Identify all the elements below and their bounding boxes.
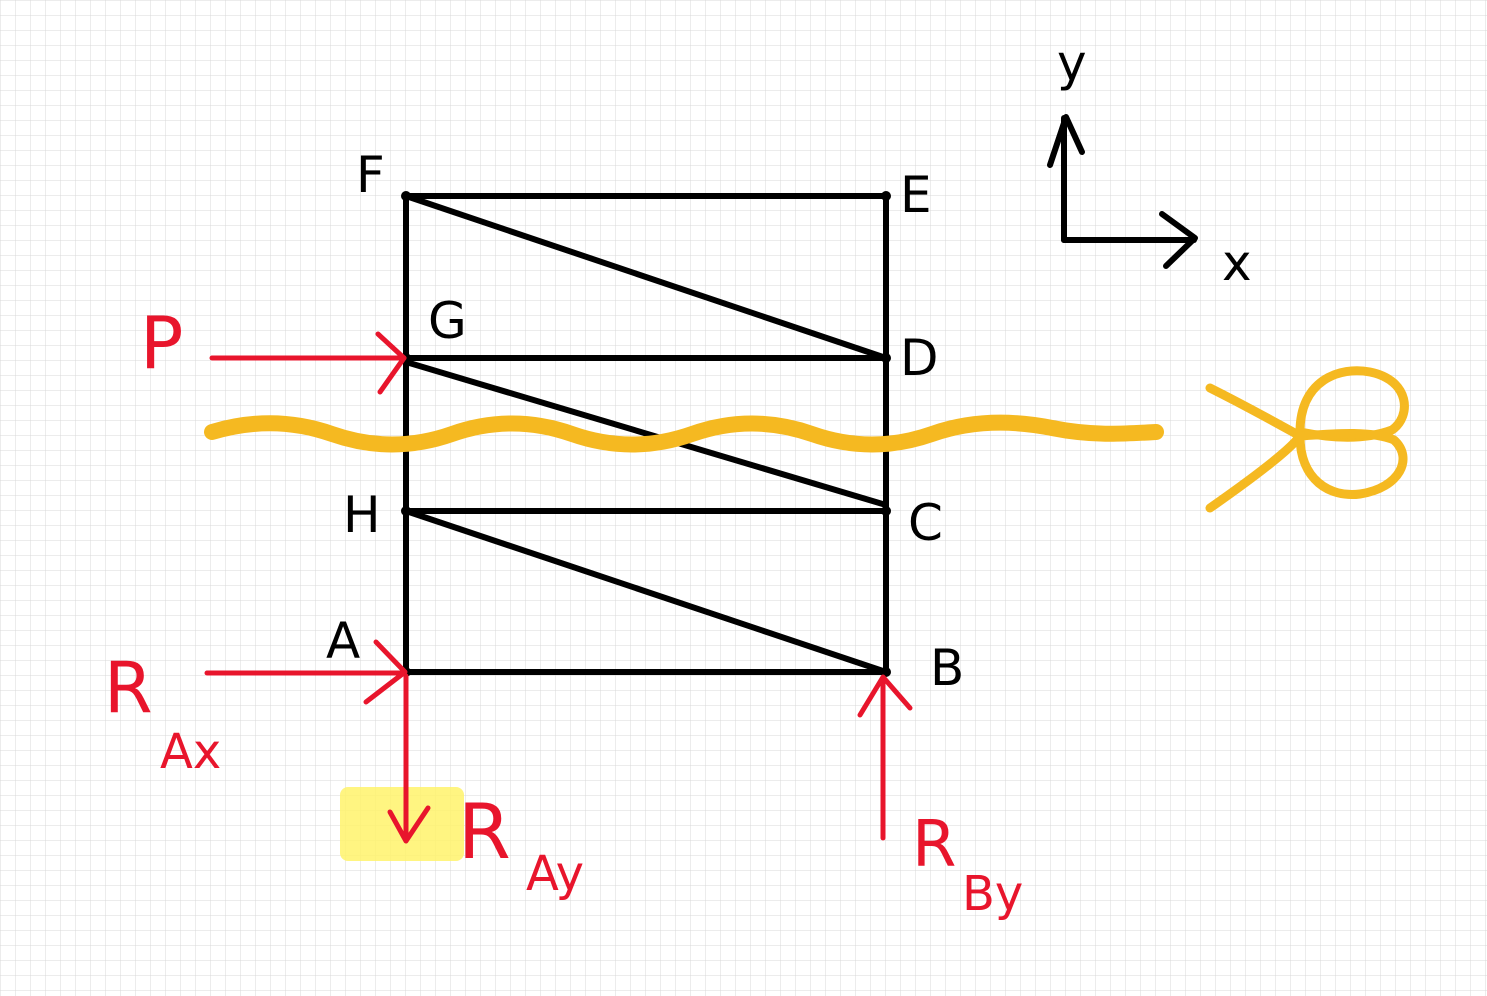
node-label-A: A — [326, 612, 360, 670]
force-RAy-label-sub: Ay — [526, 846, 584, 902]
node-label-G: G — [428, 292, 467, 350]
joint-B — [881, 667, 891, 677]
joint-C — [881, 506, 891, 516]
x-axis-label: x — [1222, 234, 1252, 292]
y-axis-arrowhead — [1047, 114, 1085, 168]
force-RAx-label-sub: Ax — [160, 724, 221, 780]
x-axis-arrowhead — [1159, 211, 1198, 269]
force-RBy-label-main: R — [912, 808, 956, 882]
force-RBy-label-sub: By — [962, 866, 1023, 922]
force-P-label: P — [140, 301, 183, 385]
joint-F — [401, 191, 411, 201]
node-label-D: D — [900, 329, 939, 387]
axis-labels: y x — [1057, 34, 1252, 292]
force-P-arrowhead — [375, 331, 407, 395]
joint-D — [881, 353, 891, 363]
member-HB — [403, 508, 889, 675]
coordinate-axes — [1047, 114, 1198, 269]
node-label-F: F — [356, 146, 385, 204]
node-label-H: H — [343, 486, 381, 544]
force-RBy-arrowhead — [857, 674, 913, 718]
y-axis-label: y — [1057, 34, 1087, 92]
node-label-C: C — [908, 494, 943, 552]
node-label-B: B — [930, 639, 964, 697]
node-labels: F E G D H C A B — [326, 146, 964, 697]
member-FD — [403, 193, 889, 361]
force-RAy-label-main: R — [458, 787, 511, 876]
force-arrows — [204, 331, 913, 844]
scissors-lower-handle — [1295, 429, 1408, 500]
member-GC — [403, 359, 889, 508]
highlight-mark — [340, 787, 464, 861]
force-RAx-arrowhead — [363, 639, 408, 705]
joint-H — [401, 506, 411, 516]
force-RAx-label-main: R — [104, 647, 153, 729]
node-label-E: E — [900, 166, 932, 224]
section-cut-line — [204, 414, 1164, 453]
force-labels: P R Ax R Ay R By — [104, 301, 1023, 922]
joint-E — [881, 191, 891, 201]
truss-members — [403, 193, 889, 675]
scissors-icon — [1205, 366, 1409, 513]
force-RAy-arrowhead — [387, 805, 431, 844]
